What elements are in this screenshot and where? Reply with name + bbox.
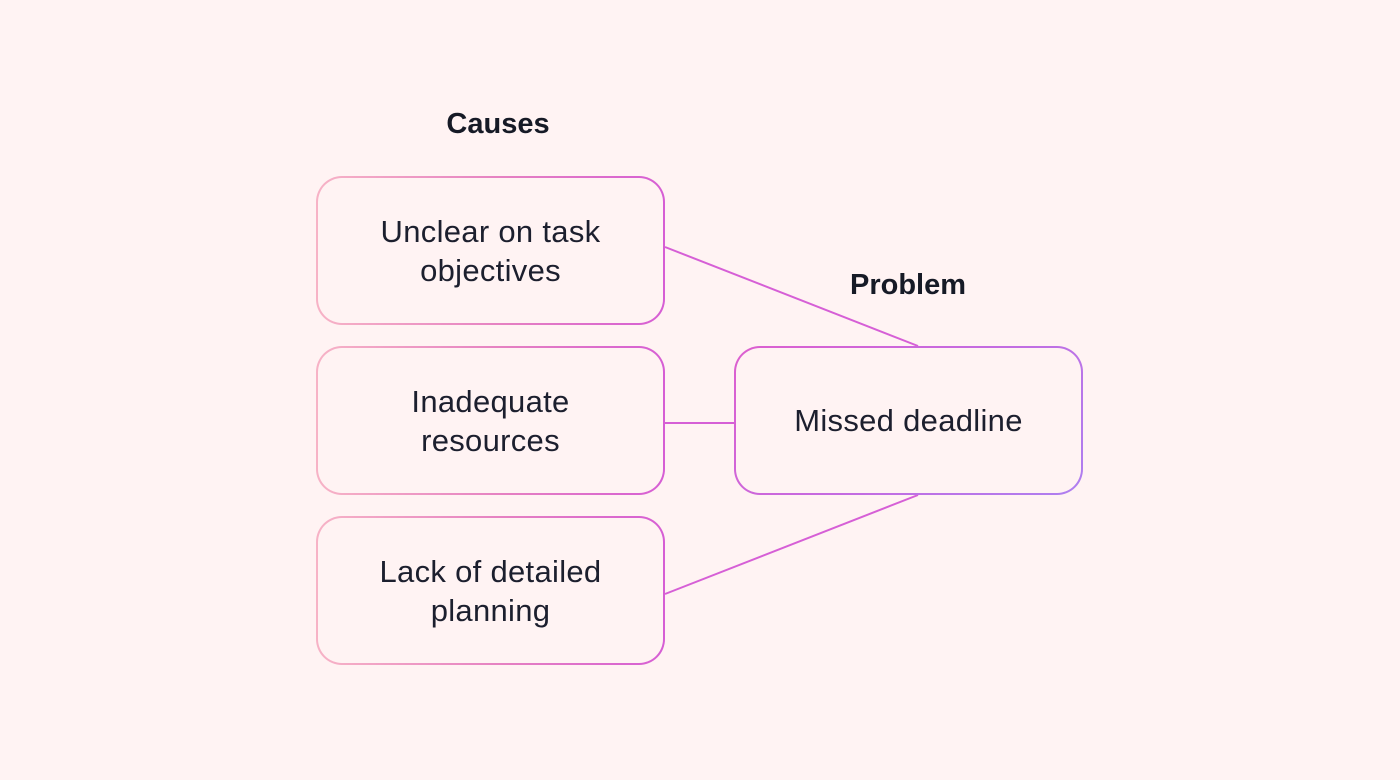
cause-box-lack-of-planning: Lack of detailed planning — [316, 516, 665, 665]
causes-heading: Causes — [446, 108, 550, 140]
cause-label: Inadequate resources — [411, 383, 570, 458]
cause-box-inadequate-resources: Inadequate resources — [316, 346, 665, 495]
cause-box-unclear-objectives: Unclear on task objectives — [316, 176, 665, 325]
connector-cause-2-to-problem — [664, 494, 919, 595]
cause-label: Lack of detailed planning — [379, 553, 602, 628]
problem-box-missed-deadline: Missed deadline — [734, 346, 1083, 495]
problem-label: Missed deadline — [794, 403, 1023, 438]
problem-heading: Problem — [849, 269, 967, 301]
connector-cause-0-to-problem — [664, 246, 919, 347]
cause-label: Unclear on task objectives — [380, 213, 601, 288]
